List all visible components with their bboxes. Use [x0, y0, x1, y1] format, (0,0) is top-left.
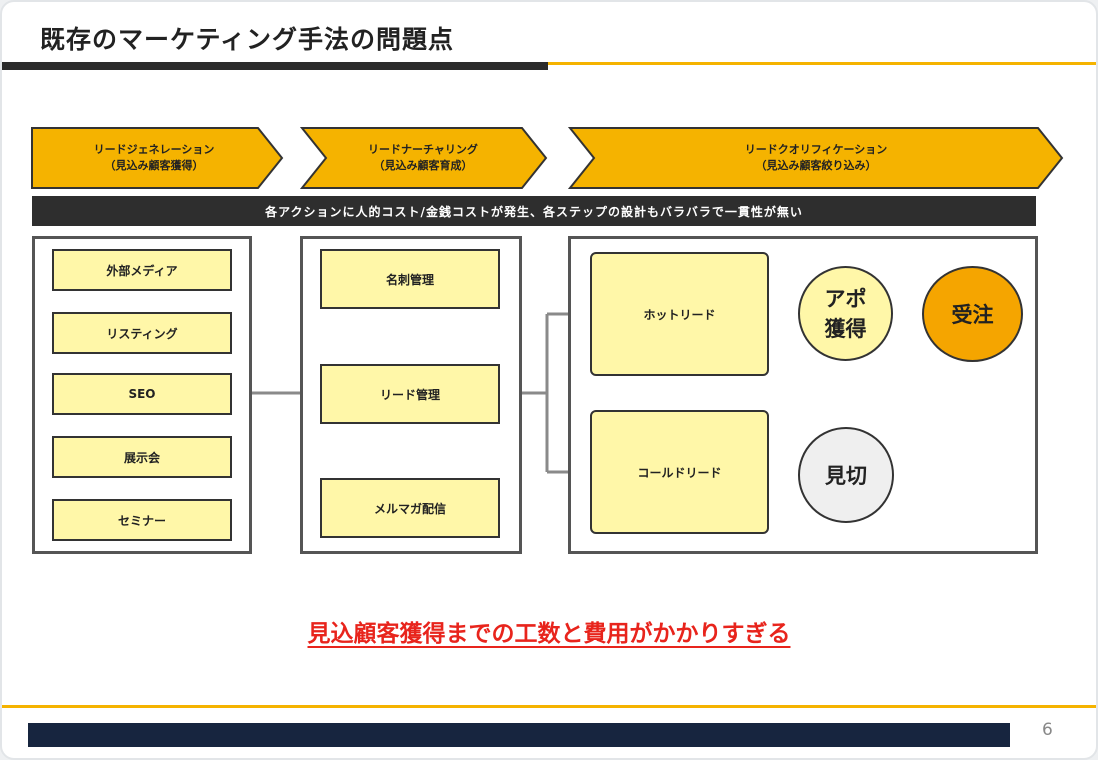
key-message-text: 見込顧客獲得までの工数と費用がかかりすぎる [307, 621, 791, 647]
generation-item: 展示会 [52, 436, 232, 478]
nurturing-item: 名刺管理 [320, 249, 500, 309]
stage-name: リードジェネレーション [93, 143, 215, 156]
nurturing-item: メルマガ配信 [320, 478, 500, 538]
hot-lead-box: ホットリード [590, 252, 769, 376]
flow-diagram-lines [31, 127, 1064, 479]
issue-banner: 各アクションに人的コスト/金銭コストが発生、各ステップの設計もバラバラで一貫性が… [32, 196, 1036, 226]
stage-chevron-generation [31, 127, 284, 189]
nurturing-item: リード管理 [320, 364, 500, 424]
stage-chevron-nurturing [299, 127, 548, 189]
stage-label-qualification: リードクオリフィケーション （見込み顧客絞り込み） [590, 132, 1042, 184]
stage-name: リードナーチャリング [368, 143, 478, 156]
dropped-circle: 見切 [798, 427, 894, 523]
page-number: 6 [1042, 720, 1053, 740]
order-circle: 受注 [922, 266, 1023, 362]
title-underline-accent [548, 62, 1096, 65]
key-message: 見込顧客獲得までの工数と費用がかかりすぎる [2, 614, 1096, 648]
stage-label-generation: リードジェネレーション （見込み顧客獲得） [42, 132, 266, 184]
generation-item: セミナー [52, 499, 232, 541]
footer-bar [28, 723, 1010, 747]
title-underline-dark [2, 62, 548, 70]
stage-sub: （見込み顧客絞り込み） [755, 159, 877, 172]
stage-name: リードクオリフィケーション [744, 143, 888, 156]
stage-label-nurturing: リードナーチャリング （見込み顧客育成） [320, 132, 526, 184]
cold-lead-box: コールドリード [590, 410, 769, 534]
footer-accent-line [2, 705, 1096, 708]
generation-item: 外部メディア [52, 249, 232, 291]
generation-item: リスティング [52, 312, 232, 354]
stage-sub: （見込み顧客獲得） [104, 159, 204, 172]
appointment-circle: アポ獲得 [798, 266, 893, 361]
stage-chevron-qualification [567, 127, 1064, 189]
page-title: 既存のマーケティング手法の問題点 [40, 25, 455, 54]
generation-item: SEO [52, 373, 232, 415]
stage-sub: （見込み顧客育成） [373, 159, 473, 172]
